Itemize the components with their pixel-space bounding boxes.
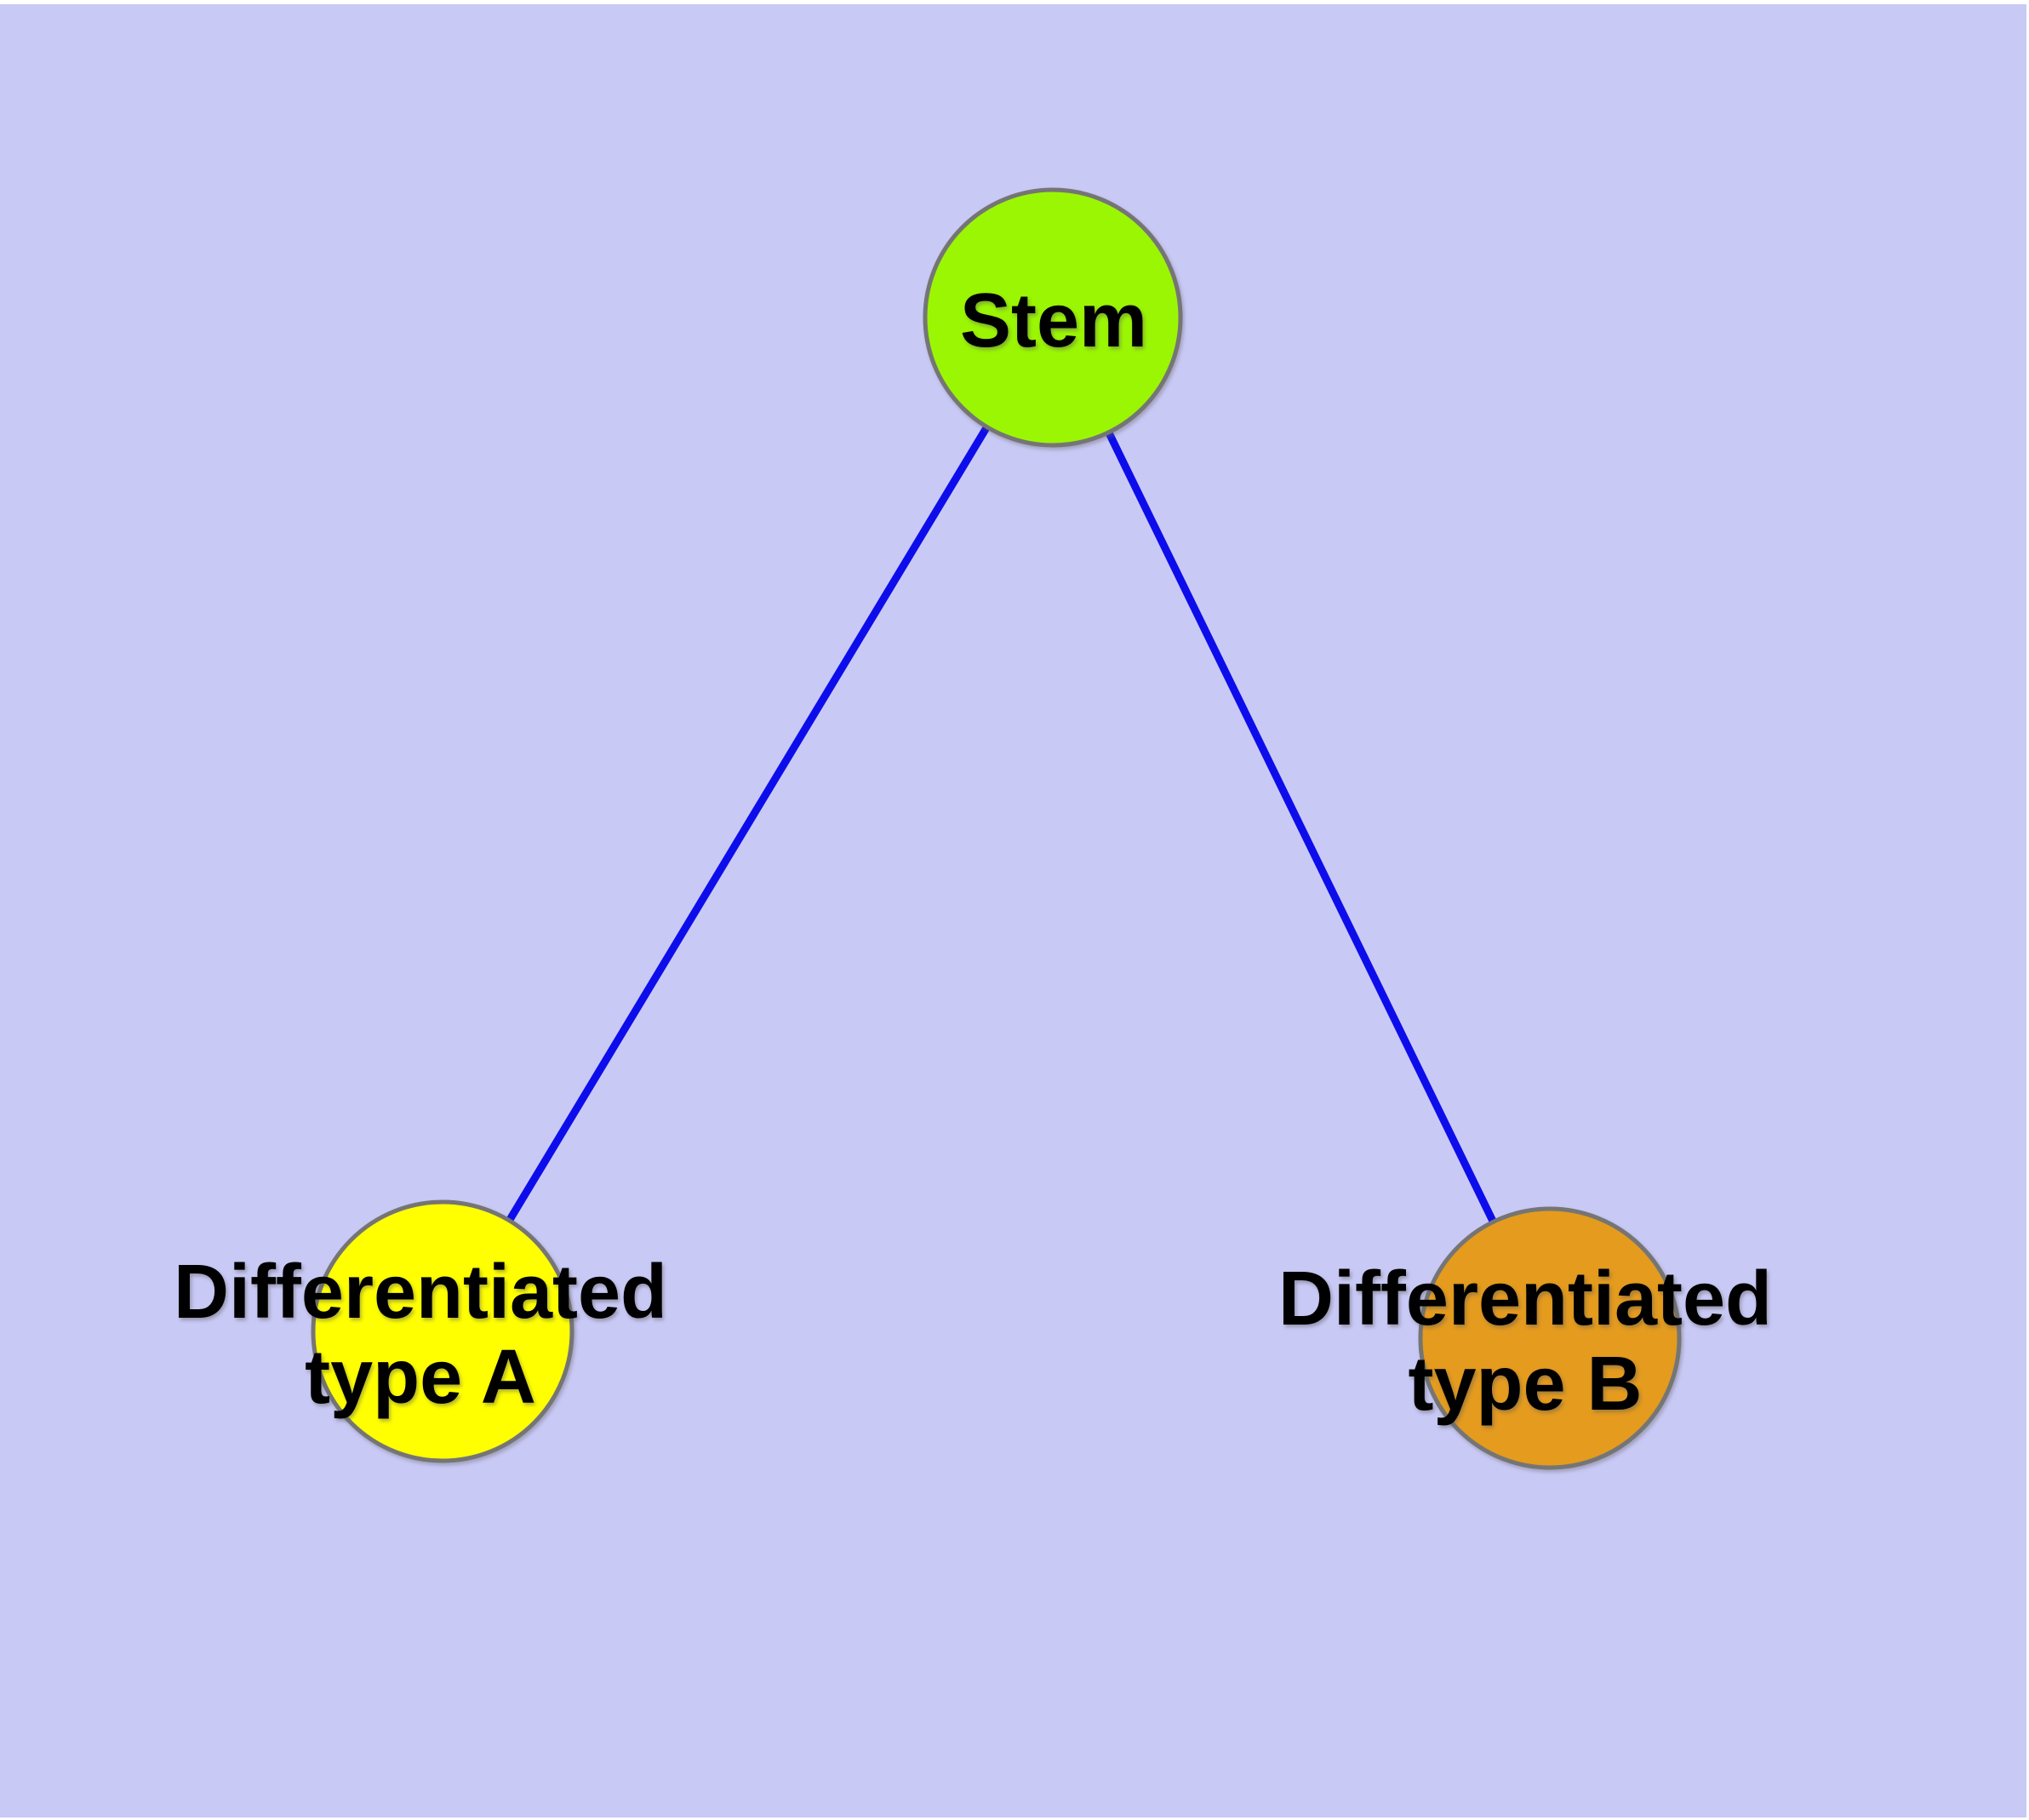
- node-stem-label-line-1: Stem: [960, 278, 1147, 363]
- node-diff-b-circle: [1418, 1206, 1682, 1470]
- node-diff-a-label-line-1: Differentiated: [174, 1250, 667, 1335]
- node-diff-a-label-line-2: type A: [305, 1335, 536, 1420]
- edge-stem-diff-a: [439, 315, 1056, 1334]
- node-diff-a-circle: [311, 1199, 574, 1463]
- edge-stem-diff-b: [1049, 316, 1554, 1340]
- node-stem-label: Stem: [960, 278, 1147, 363]
- node-diff-b-label-line-2: type B: [1408, 1342, 1642, 1427]
- node-stem-circle: [923, 187, 1183, 448]
- node-diff-b-label-line-1: Differentiated: [1278, 1256, 1772, 1342]
